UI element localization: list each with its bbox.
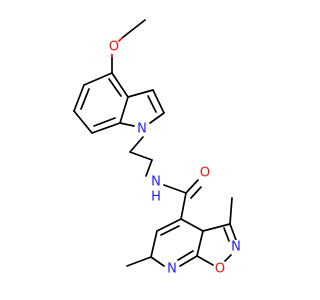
bond-c3-c2 <box>152 89 165 114</box>
bond-c3a-c3iso <box>202 223 231 232</box>
bond-c3a-c4py <box>180 218 204 232</box>
bond-c4-c5py <box>156 218 182 232</box>
bond-n2-o1 <box>224 254 232 262</box>
molecule-canvas: O N N H O N O N <box>73 19 243 277</box>
bond-c7-c7a <box>91 122 121 134</box>
bond-ch2-ch2b <box>145 159 153 177</box>
bond-c7-c7a-double <box>93 117 116 127</box>
bond-c3-n2 <box>229 223 237 241</box>
atom-o-methoxy: O <box>107 40 121 55</box>
bond-ch2-ch2 <box>129 151 153 161</box>
bond-c7a-c3apy <box>196 230 204 257</box>
bond-c-c4py <box>180 192 187 220</box>
molecule-structure: O N N H O N O N <box>73 19 243 277</box>
bond-c5-c6py <box>150 230 158 258</box>
bond-methyl-o <box>121 19 146 39</box>
bond-c3a-c4-double <box>108 78 122 97</box>
atom-n-indole-label: N <box>137 122 147 137</box>
bond-c4-c5py-double <box>160 225 180 236</box>
atom-n-pyridine-label: N <box>167 262 177 277</box>
bond-c-o <box>185 179 199 194</box>
bond-c6-n7 <box>150 256 165 267</box>
bond-c2-n1 <box>149 112 165 124</box>
bond-c3a-c4 <box>111 72 129 98</box>
bond-c3a-c3 <box>127 89 154 98</box>
atom-n-isoxazole: N <box>229 240 243 255</box>
bond-c3-n2-double <box>223 227 230 242</box>
bond-c5-c6-double <box>80 88 90 110</box>
bond-c5-c6 <box>73 84 85 112</box>
bond-nh-c <box>163 184 187 194</box>
atom-n-isoxazole-label: N <box>231 240 241 255</box>
atom-n-pyridine: N <box>165 262 179 277</box>
bond-c3-methyl <box>229 197 233 225</box>
bond-o1-c7a <box>196 255 214 266</box>
bond-n1-c7a <box>119 122 135 127</box>
bond-c3-c2-double <box>147 95 157 113</box>
bond-c6-c7 <box>73 110 93 134</box>
bond-c-o-double <box>190 186 202 199</box>
atom-n-indole: N <box>135 122 149 137</box>
bond-n7-c7a-double <box>177 250 194 261</box>
atom-n-amide-label: N <box>151 175 161 190</box>
atom-o-isoxazole: O <box>213 262 227 277</box>
bond-c7a-c3a <box>119 96 129 124</box>
atom-o-methoxy-label: O <box>109 40 119 55</box>
bond-n7-c7a <box>179 255 198 267</box>
atom-o-carbonyl: O <box>198 166 212 181</box>
bond-c4-c5 <box>83 72 113 86</box>
atom-o-carbonyl-label: O <box>200 166 210 181</box>
atom-nh-amide: N H <box>149 175 163 205</box>
bond-c6-methyl <box>126 256 152 267</box>
bond-n1-ch2 <box>129 136 144 153</box>
atom-o-isoxazole-label: O <box>215 262 225 277</box>
atom-h-amide-label: H <box>151 190 161 205</box>
